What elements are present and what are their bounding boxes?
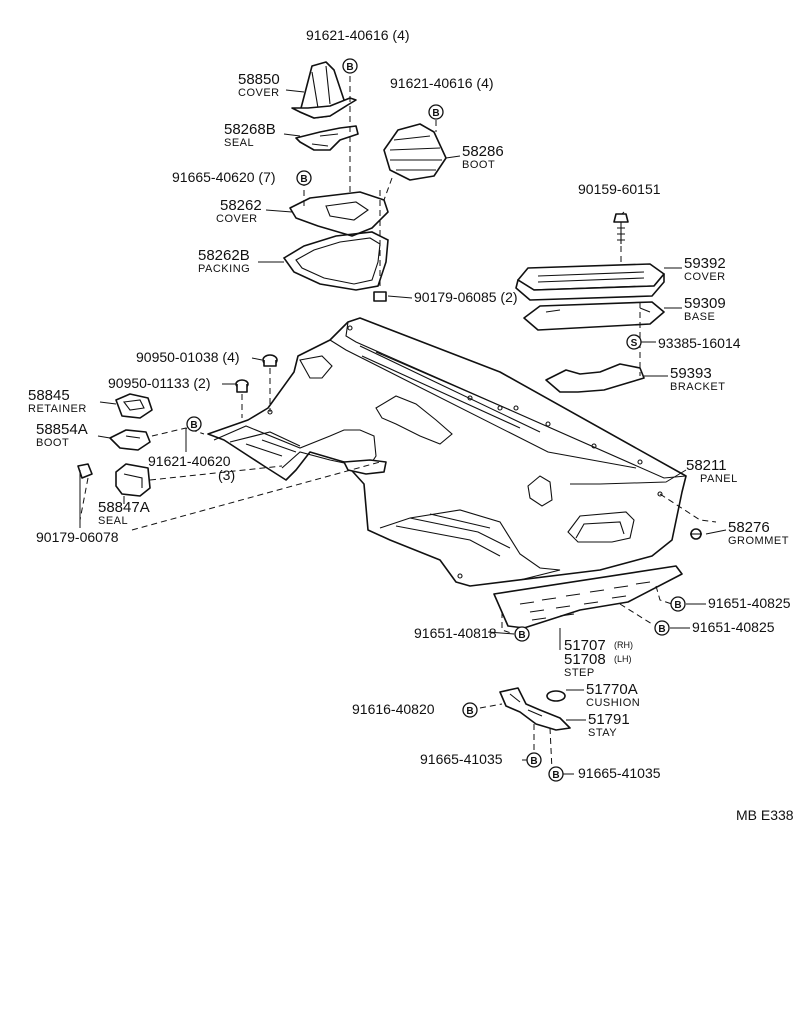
part-number-90950-01133: 90950-01133 (2) xyxy=(108,375,210,391)
part-name-retainer: RETAINER xyxy=(28,403,87,415)
diagram-reference-code: MB E338 xyxy=(736,807,794,823)
part-number-58845: 58845 xyxy=(28,387,70,404)
part-number-51791: 51791 xyxy=(588,711,630,728)
part-number-59309: 59309 xyxy=(684,295,726,312)
part-number-58211: 58211 xyxy=(686,457,727,474)
bolt-badge-7: B xyxy=(514,626,530,642)
cover-plate-58262 xyxy=(289,191,389,237)
clip-90179-06085 xyxy=(373,291,387,302)
boot-58286 xyxy=(383,123,447,181)
svg-text:B: B xyxy=(674,600,681,611)
svg-text:B: B xyxy=(300,174,307,185)
part-name-cushion: CUSHION xyxy=(586,697,640,709)
bolt-badge-5: B xyxy=(670,596,686,612)
part-number-59393: 59393 xyxy=(670,365,712,382)
part-number-58854A: 58854A xyxy=(36,421,88,438)
bolt-badge-4: B xyxy=(186,416,202,432)
part-number-58847A: 58847A xyxy=(98,499,150,516)
part-name-panel: PANEL xyxy=(700,473,738,485)
part-number-91621-40616-b: 91621-40616 (4) xyxy=(390,75,494,91)
svg-text:B: B xyxy=(530,756,537,767)
cushion-51770A xyxy=(546,690,566,702)
stay-51791 xyxy=(499,687,571,731)
part-name-step: STEP xyxy=(564,667,595,679)
part-number-58262: 58262 xyxy=(220,197,262,214)
part-name-seal-58847A: SEAL xyxy=(98,515,128,527)
part-number-90179-06085: 90179-06085 (2) xyxy=(414,289,518,305)
part-number-90159-60151: 90159-60151 xyxy=(578,181,661,197)
svg-text:B: B xyxy=(466,706,473,717)
bolt-badge-10: B xyxy=(548,766,564,782)
packing-58262B xyxy=(282,231,389,291)
grommet-58276 xyxy=(690,528,702,540)
part-number-58850: 58850 xyxy=(238,71,280,88)
part-name-stay: STAY xyxy=(588,727,617,739)
clip-90179-06078 xyxy=(77,463,93,479)
boot-58854A xyxy=(109,429,151,451)
part-number-91651-40825-a: 91651-40825 xyxy=(708,595,791,611)
svg-text:B: B xyxy=(432,108,439,119)
part-name-grommet: GROMMET xyxy=(728,535,789,547)
part-name-cover-58850: COVER xyxy=(238,87,280,99)
side-rh: (RH) xyxy=(614,640,633,650)
part-number-59392: 59392 xyxy=(684,255,726,272)
step-51707-51708 xyxy=(493,565,683,629)
bolt-badge-6: B xyxy=(654,620,670,636)
part-number-58286: 58286 xyxy=(462,143,504,160)
part-number-91651-40818: 91651-40818 xyxy=(414,625,497,641)
part-name-base: BASE xyxy=(684,311,715,323)
bolt-90159-60151 xyxy=(613,213,629,244)
part-number-91651-40825-b: 91651-40825 xyxy=(692,619,775,635)
svg-text:B: B xyxy=(346,62,353,73)
seal-58847A xyxy=(115,463,151,497)
svg-text:B: B xyxy=(552,770,559,781)
part-name-bracket: BRACKET xyxy=(670,381,725,393)
part-number-58276: 58276 xyxy=(728,519,770,536)
svg-text:B: B xyxy=(658,624,665,635)
screw-badge-s: S xyxy=(626,334,642,350)
plug-90950-01133 xyxy=(235,379,249,393)
part-number-51708: 51708 xyxy=(564,651,606,668)
floor-panel-58211 xyxy=(207,317,687,587)
bolt-badge-1: B xyxy=(342,58,358,74)
retainer-58845 xyxy=(115,393,153,419)
plug-90950-01038 xyxy=(262,354,278,367)
shift-lever-cover-58850 xyxy=(291,61,357,119)
part-name-packing: PACKING xyxy=(198,263,250,275)
part-name-cover-58262: COVER xyxy=(216,213,258,225)
part-name-boot-58286: BOOT xyxy=(462,159,495,171)
part-number-51770A: 51770A xyxy=(586,681,638,698)
seal-58268B xyxy=(295,125,359,151)
part-name-boot-58854A: BOOT xyxy=(36,437,69,449)
part-number-90950-01038: 90950-01038 (4) xyxy=(136,349,240,365)
bolt-badge-8: B xyxy=(462,702,478,718)
bolt-badge-2: B xyxy=(428,104,444,120)
svg-text:B: B xyxy=(190,420,197,431)
part-number-93385-16014: 93385-16014 xyxy=(658,335,741,351)
part-number-91621-40616-a: 91621-40616 (4) xyxy=(306,27,410,43)
bolt-badge-9: B xyxy=(526,752,542,768)
bracket-59393 xyxy=(545,363,645,393)
svg-text:B: B xyxy=(518,630,525,641)
part-number-91616-40820: 91616-40820 xyxy=(352,701,435,717)
svg-text:S: S xyxy=(631,338,638,349)
part-number-58262B: 58262B xyxy=(198,247,250,264)
cover-59392 xyxy=(515,263,665,301)
part-number-91665-40620: 91665-40620 (7) xyxy=(172,169,276,185)
part-number-90179-06078: 90179-06078 xyxy=(36,529,119,545)
part-number-91665-41035-b: 91665-41035 xyxy=(578,765,661,781)
part-number-58268B: 58268B xyxy=(224,121,276,138)
part-number-91665-41035-a: 91665-41035 xyxy=(420,751,503,767)
bolt-badge-3: B xyxy=(296,170,312,186)
part-name-cover-59392: COVER xyxy=(684,271,726,283)
side-lh: (LH) xyxy=(614,654,632,664)
quantity-91621-40620: (3) xyxy=(218,467,235,483)
part-name-seal-58268B: SEAL xyxy=(224,137,254,149)
base-59309 xyxy=(523,301,665,331)
part-number-51707: 51707 xyxy=(564,637,606,654)
part-number-91621-40620: 91621-40620 xyxy=(148,453,231,469)
